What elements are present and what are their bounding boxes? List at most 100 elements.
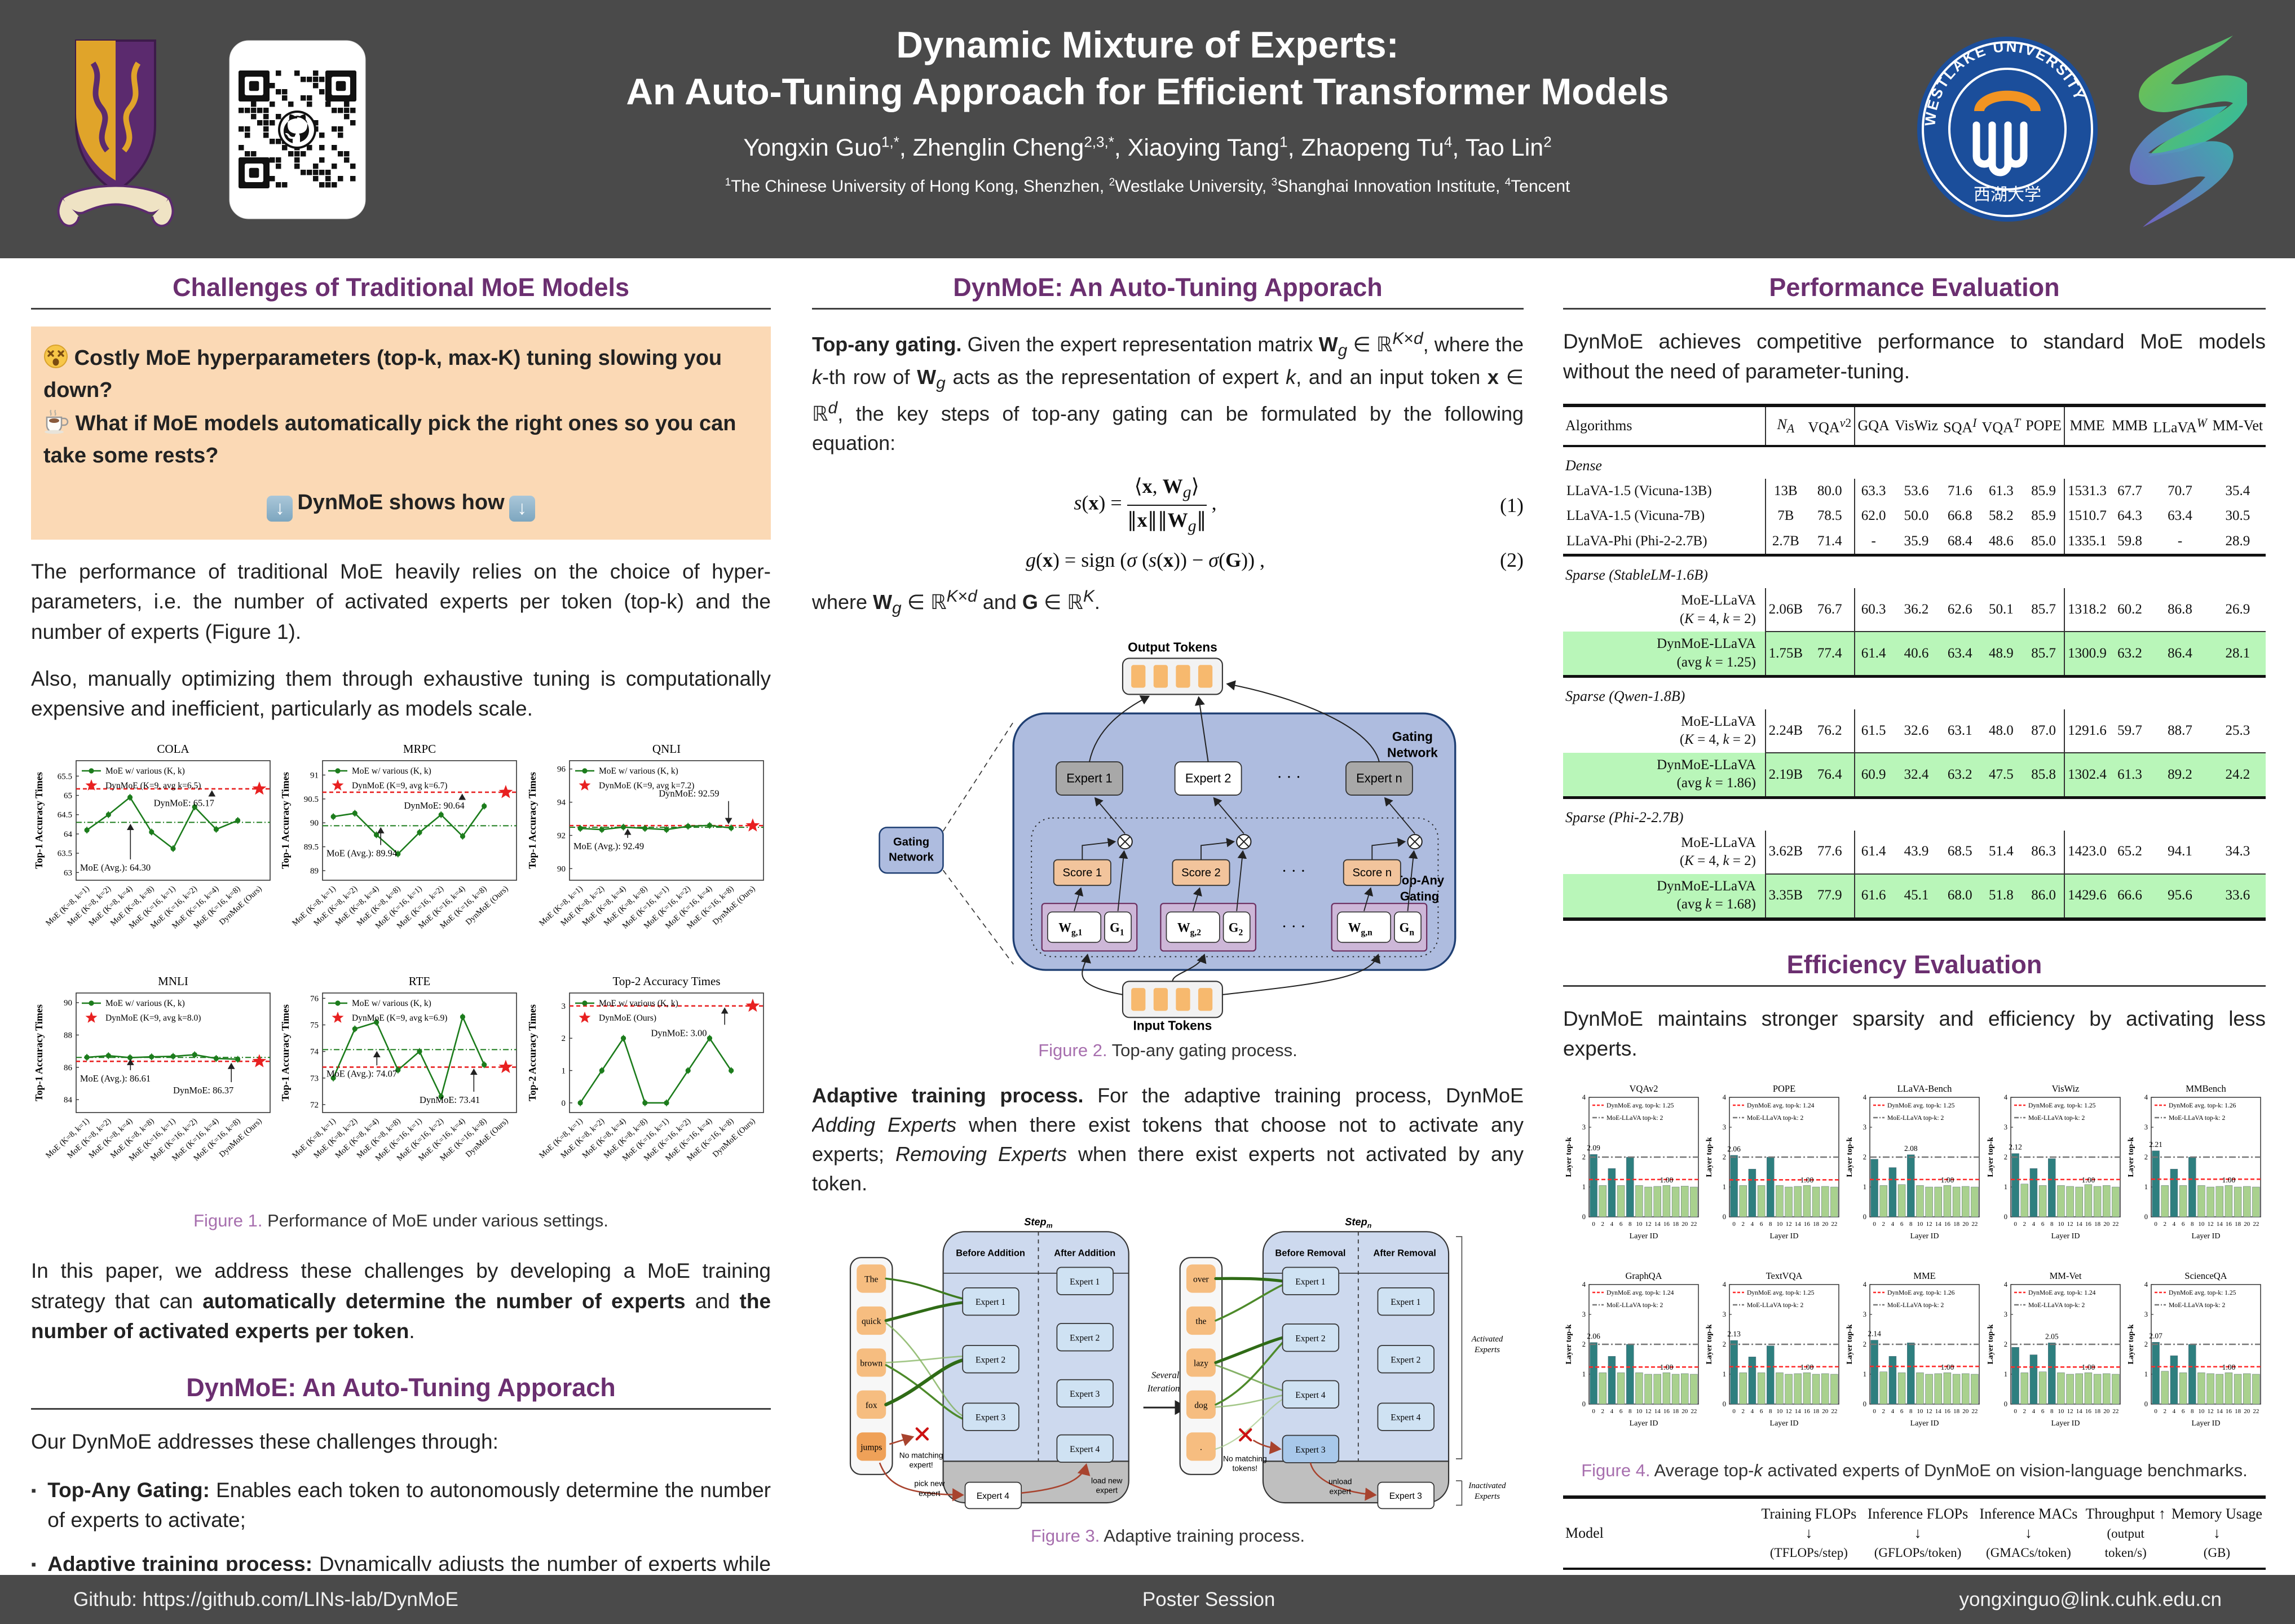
svg-text:6: 6	[1619, 1408, 1623, 1415]
table-cell: 85.7	[2023, 632, 2065, 677]
table-cell: 2.06B	[1765, 588, 1806, 633]
svg-text:Layer ID: Layer ID	[1630, 1232, 1658, 1241]
table-cell: 24.2	[2209, 752, 2266, 798]
svg-text:TextVQA: TextVQA	[1766, 1270, 1803, 1281]
bullet-top-any-gating: ▪ Top-Any Gating: Enables each token to …	[31, 1476, 771, 1535]
svg-text:2: 2	[561, 1035, 566, 1044]
score-1-box: Score 1	[1063, 867, 1102, 879]
svg-text:Layer ID: Layer ID	[2191, 1232, 2220, 1241]
svg-text:tokens!: tokens!	[1233, 1464, 1258, 1473]
table-cell: 62.0	[1853, 504, 1892, 529]
svg-text:1: 1	[1723, 1370, 1726, 1378]
svg-text:Wg,1: Wg,1	[1058, 921, 1082, 938]
gating-weight-boxes: Wg,1 G1 Wg,2 G2 · · · Wg,n Gn	[1041, 903, 1428, 952]
svg-text:1: 1	[2003, 1183, 2007, 1191]
svg-text:COLA: COLA	[157, 742, 189, 756]
svg-text:MoE w/ various (K, k): MoE w/ various (K, k)	[105, 766, 185, 776]
highlight-line-3: ↓DynMoE shows how↓	[43, 487, 758, 522]
table-cell: 71.4	[1817, 533, 1842, 549]
github-qr-icon[interactable]	[228, 39, 367, 220]
figure3-caption: Figure 3. Adaptive training process.	[1031, 1526, 1305, 1546]
svg-text:8: 8	[1909, 1221, 1913, 1228]
section-rule	[1563, 985, 2266, 987]
svg-text:Layer top-k: Layer top-k	[1705, 1325, 1714, 1365]
svg-text:89: 89	[310, 867, 319, 876]
table-cell: 77.4	[1805, 632, 1855, 677]
svg-text:Top-1 Accuracy Times: Top-1 Accuracy Times	[527, 772, 538, 869]
svg-text:MoE-LLaVA top-k: 2: MoE-LLaVA top-k: 2	[1887, 1114, 1944, 1122]
table-cell: 3.35B	[1765, 873, 1806, 919]
svg-text:G2: G2	[1229, 921, 1243, 938]
table-cell: 95.6	[2150, 873, 2210, 919]
section-title-dynmoe: DynMoE: An Auto-Tuning Apporach	[953, 273, 1383, 302]
svg-text:1.00: 1.00	[1800, 1176, 1814, 1184]
svg-text:QNLI: QNLI	[652, 742, 681, 756]
table-cell: 63.1	[1940, 709, 1979, 753]
svg-text:quick: quick	[862, 1317, 881, 1326]
svg-text:0: 0	[2003, 1400, 2007, 1408]
input-tokens-label: Input Tokens	[1133, 1018, 1212, 1032]
table-cell: 61.4	[1853, 632, 1892, 677]
svg-text:0: 0	[1723, 1213, 1726, 1221]
table-cell: 68.0	[1940, 873, 1979, 919]
svg-text:20: 20	[2244, 1221, 2250, 1228]
table-cell: 1429.6	[2064, 873, 2109, 919]
svg-text:dog: dog	[1194, 1401, 1208, 1410]
svg-text:3: 3	[1723, 1310, 1726, 1318]
svg-text:DynMoE avg. top-k: 1.25: DynMoE avg. top-k: 1.25	[2028, 1102, 2096, 1109]
svg-text:Expert 2: Expert 2	[1295, 1334, 1325, 1344]
svg-text:2.14: 2.14	[1868, 1330, 1882, 1338]
svg-text:0: 0	[561, 1099, 566, 1108]
column-header: VisWiz	[1892, 405, 1941, 447]
svg-text:Layer top-k: Layer top-k	[1846, 1325, 1854, 1365]
table-cell: 85.0	[2031, 533, 2056, 549]
table-cell: 59.8	[2117, 533, 2142, 549]
email-link[interactable]: yongxinguo@link.cuhk.edu.cn	[1959, 1588, 2222, 1610]
column-evaluation: Performance Evaluation DynMoE achieves c…	[1563, 264, 2266, 1571]
svg-text:1: 1	[1863, 1183, 1866, 1191]
svg-text:DynMoE (K=9, avg k=7.2): DynMoE (K=9, avg k=7.2)	[599, 781, 694, 791]
table-cell: 63.4	[1940, 632, 1979, 677]
table-cell: 64.3	[2117, 508, 2142, 524]
svg-text:Expert 4: Expert 4	[1070, 1445, 1100, 1454]
svg-text:DynMoE avg. top-k: 1.26: DynMoE avg. top-k: 1.26	[2169, 1102, 2236, 1109]
before-addition-label: Before Addition	[956, 1248, 1025, 1259]
affiliation: 1The Chinese University of Hong Kong, Sh…	[725, 176, 1109, 196]
svg-text:Top-2 Accuracy Times: Top-2 Accuracy Times	[612, 974, 720, 988]
svg-text:20: 20	[1822, 1221, 1829, 1228]
table-cell: 1510.7	[2064, 504, 2109, 529]
score-n-box: Score n	[1352, 867, 1392, 879]
table-cell: 53.6	[1904, 483, 1929, 498]
svg-text:8: 8	[1909, 1408, 1913, 1415]
svg-text:22: 22	[1831, 1408, 1838, 1415]
svg-text:Iterations: Iterations	[1147, 1383, 1184, 1394]
svg-text:3: 3	[1582, 1310, 1586, 1318]
svg-text:1.00: 1.00	[1660, 1176, 1674, 1184]
svg-text:Layer top-k: Layer top-k	[1565, 1137, 1573, 1177]
svg-text:Stepm: Stepm	[1024, 1217, 1052, 1230]
svg-text:2: 2	[2003, 1340, 2007, 1348]
paragraph-efficiency: DynMoE maintains stronger sparsity and e…	[1563, 1007, 2266, 1060]
section-title-challenges: Challenges of Traditional MoE Models	[172, 273, 630, 302]
svg-text:lazy: lazy	[1194, 1359, 1208, 1369]
svg-text:Layer ID: Layer ID	[1770, 1232, 1799, 1241]
table-cell: -	[2177, 533, 2183, 549]
table-cell: 61.6	[1853, 873, 1892, 919]
svg-text:4: 4	[2003, 1281, 2007, 1288]
unload-expert-label: unload	[1329, 1477, 1352, 1486]
svg-text:10: 10	[1636, 1408, 1643, 1415]
svg-text:DynMoE: 86.37: DynMoE: 86.37	[173, 1085, 233, 1096]
svg-text:DynMoE avg. top-k: 1.24: DynMoE avg. top-k: 1.24	[2028, 1289, 2096, 1296]
svg-text:Network: Network	[1387, 745, 1438, 760]
svg-text:Expert 2: Expert 2	[1070, 1334, 1100, 1343]
expert-n-box: Expert n	[1356, 771, 1402, 785]
table-cell: 61.3	[2109, 752, 2151, 798]
svg-text:MRPC: MRPC	[403, 742, 436, 756]
github-link[interactable]: Github: https://github.com/LINs-lab/DynM…	[73, 1588, 458, 1610]
table-cell: -	[1853, 528, 1892, 555]
table-cell: 2.19B	[1765, 752, 1806, 798]
